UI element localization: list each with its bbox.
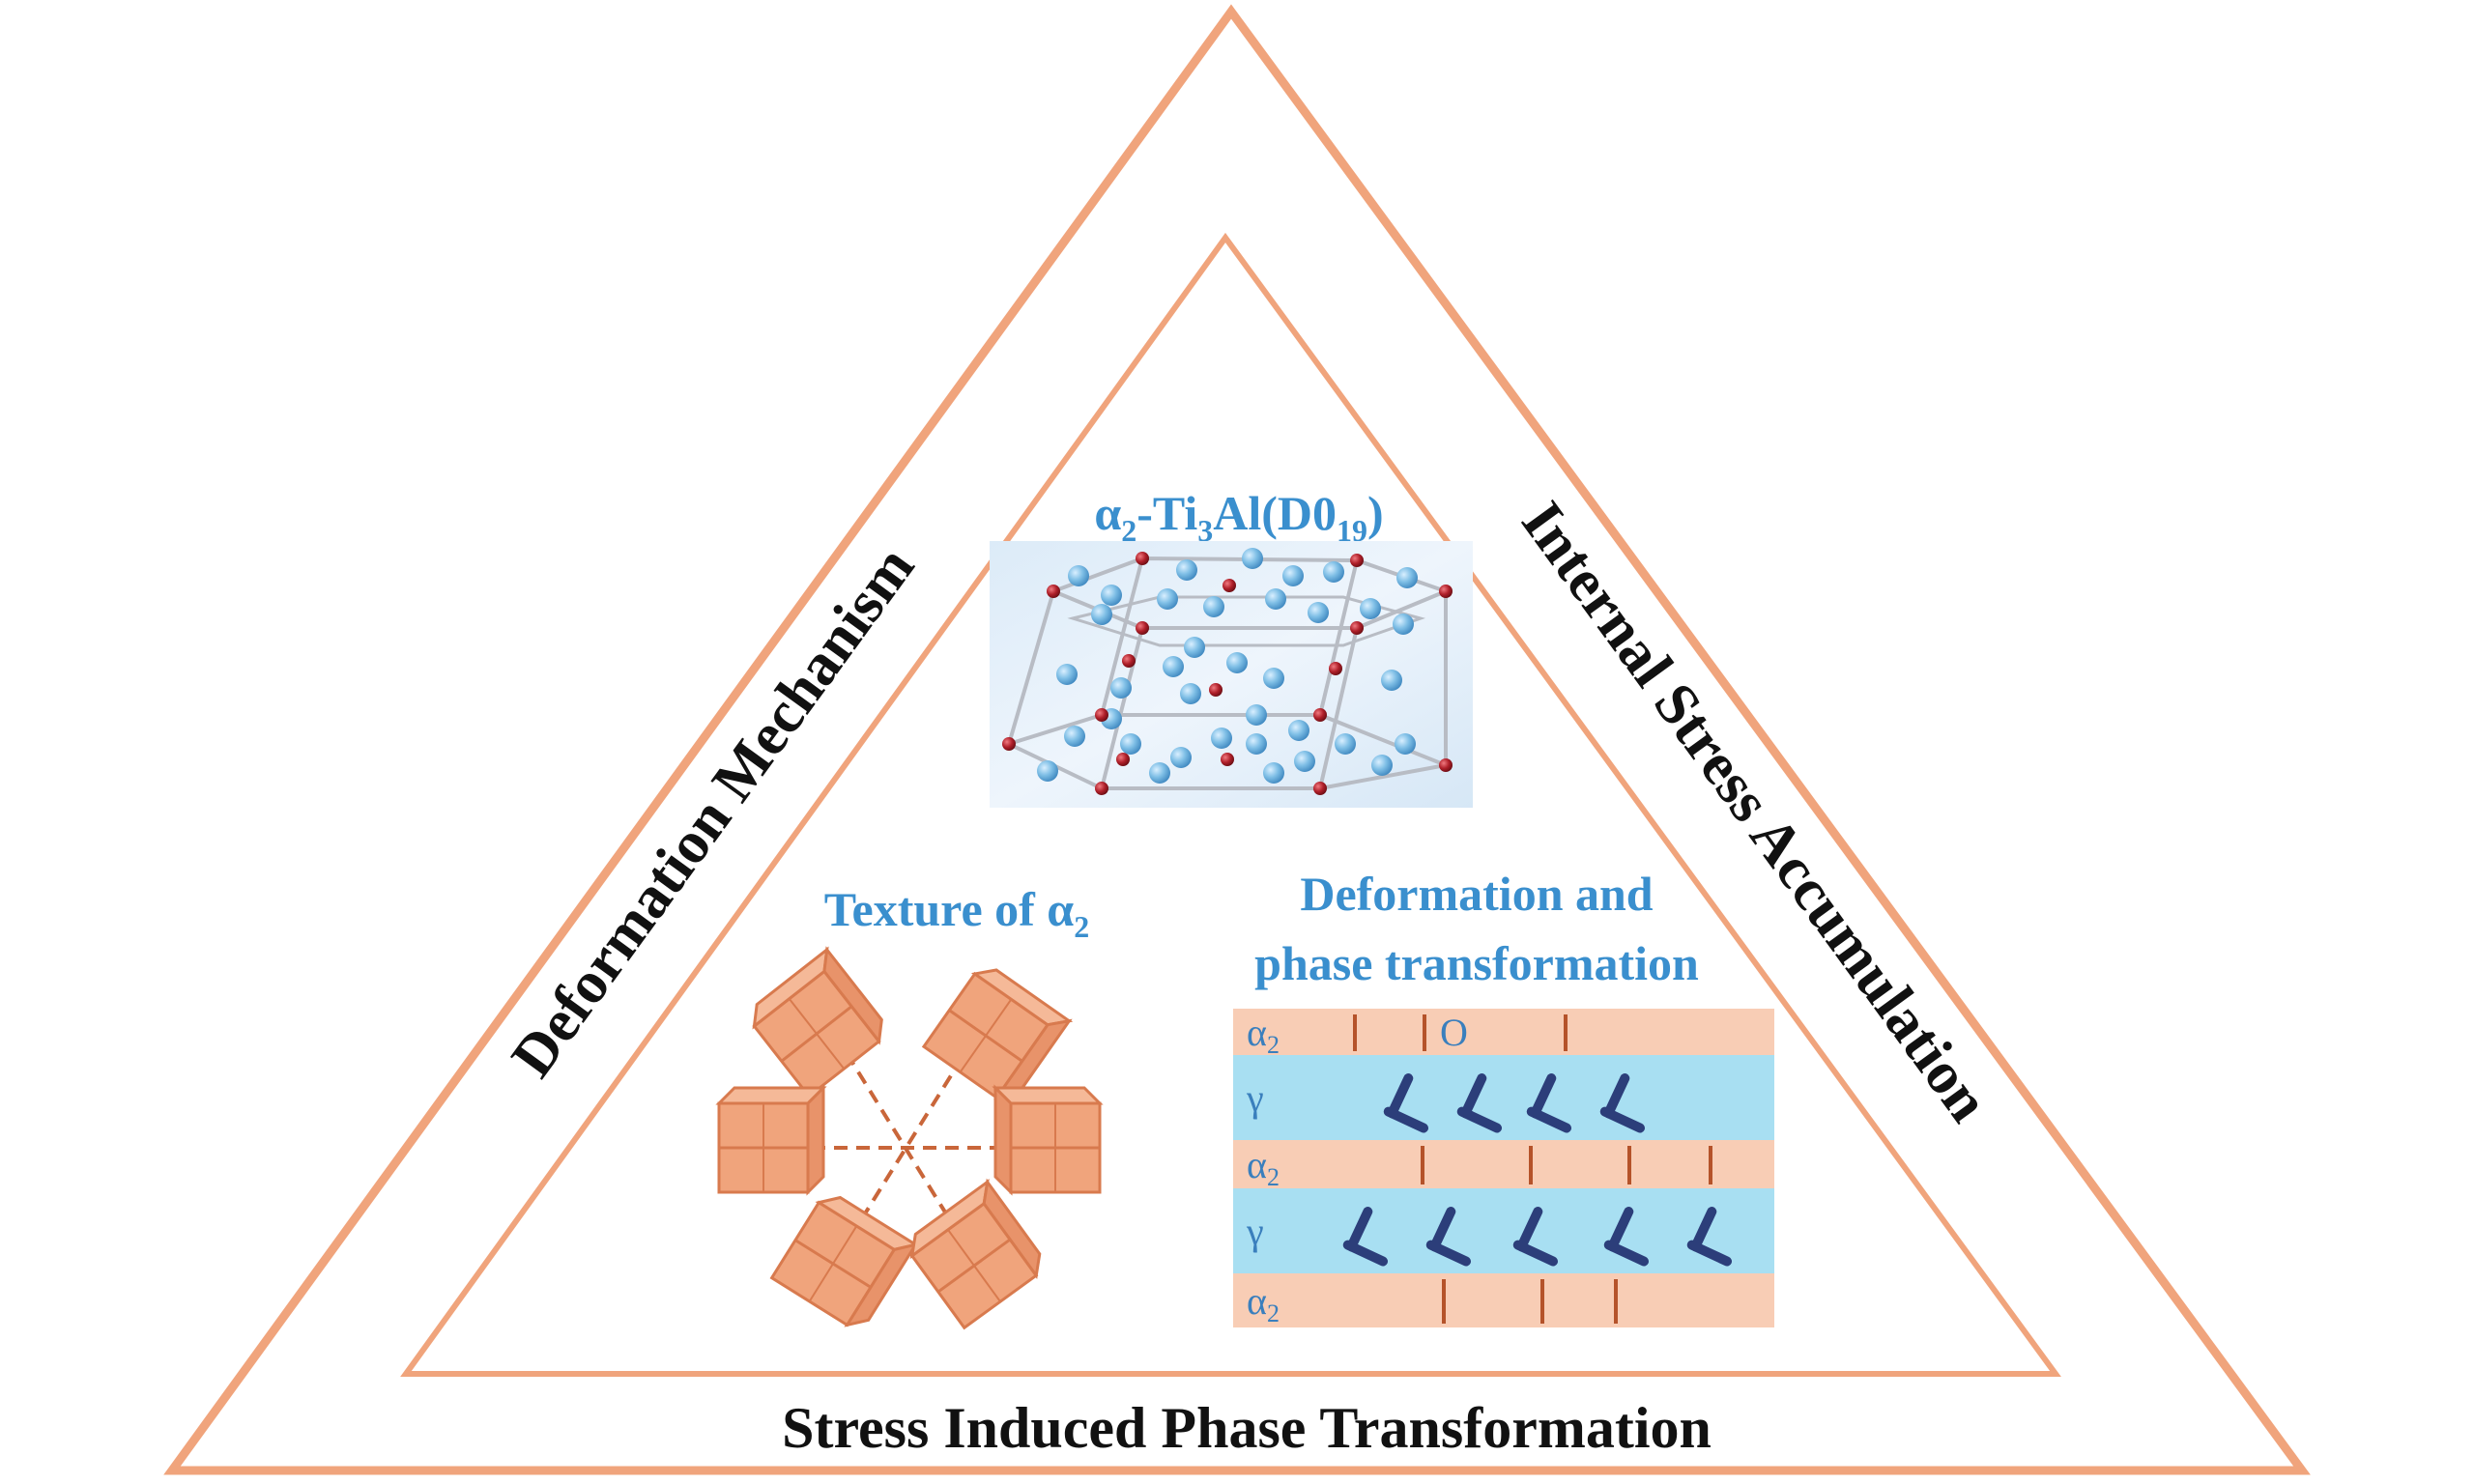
ti-atom-1 [1101,585,1122,606]
phase-label-1: γ [1246,1076,1264,1120]
ti-atom-31 [1149,762,1170,784]
ti-atom-35 [1246,704,1267,726]
al-atom-11 [1095,782,1108,795]
texture-cube-5 [909,1178,1042,1330]
al-atom-10 [1313,782,1327,795]
ti-atom-22 [1064,726,1085,747]
ti-atom-9 [1203,596,1224,617]
dislocation-icon-3-0 [1342,1207,1389,1267]
ti-atom-4 [1282,565,1304,586]
texture-cube-2 [715,1084,827,1196]
outer-triangle [163,4,2311,1475]
ti-atom-32 [1263,762,1284,784]
ti-atom-2 [1176,559,1197,581]
al-atom-4 [1350,621,1364,635]
deformation-title-line2: phase transformation [1254,936,1699,990]
dislocation-icon-3-3 [1603,1207,1650,1267]
ti-atom-8 [1157,588,1178,610]
ti-atom-12 [1360,598,1381,619]
dislocation-icon-1-2 [1526,1073,1572,1133]
ti-atom-5 [1323,561,1344,583]
al-atom-2 [1350,554,1364,567]
phase-label-0: α2 [1247,1011,1280,1059]
crystal-title: α2-Ti3Al(D019) [1094,486,1383,548]
texture-cube-4 [769,1195,920,1327]
deformation-title-line1: Deformation and [1300,867,1653,921]
ti-atom-33 [1371,755,1393,776]
al-atom-15 [1209,683,1223,697]
dislocation-icon-3-4 [1686,1207,1733,1267]
al-atom-1 [1136,552,1149,565]
texture-cube-0 [752,946,883,1099]
dislocation-icon-1-1 [1456,1073,1503,1133]
ti-atom-13 [1393,614,1414,635]
phase-layer-4: α2 [1233,1273,1774,1327]
texture-title: Texture of α2 [824,882,1089,944]
al-atom-9 [1439,758,1453,772]
dislocation-icon-1-3 [1599,1073,1646,1133]
ti-atom-18 [1226,652,1248,673]
ti-atom-25 [1211,728,1232,749]
ti-atom-27 [1294,751,1315,772]
phase-layer-3: γ [1233,1188,1774,1273]
al-atom-5 [1136,621,1149,635]
ti-atom-10 [1265,588,1286,610]
ti-atom-15 [1110,677,1132,699]
al-atom-16 [1116,753,1130,766]
phase-layer-1: γ [1233,1055,1774,1140]
al-atom-8 [1313,708,1327,722]
crystal-structure: α2-Ti3Al(D019) [990,486,1473,808]
ti-atom-29 [1395,733,1416,755]
phase-label-4: α2 [1247,1279,1280,1327]
ti-atom-3 [1242,548,1263,569]
inner-triangle [400,232,2061,1377]
al-atom-14 [1329,662,1342,675]
dislocation-icon-1-0 [1383,1073,1429,1133]
ti-atom-0 [1068,565,1089,586]
ti-atom-28 [1335,733,1356,755]
al-atom-17 [1221,753,1234,766]
ti-atom-6 [1396,567,1418,588]
al-atom-7 [1095,708,1108,722]
ti-atom-26 [1246,733,1267,755]
o-phase-marker: O [1440,1011,1468,1054]
bottom-side-label: Stress Induced Phase Transformation [782,1396,1712,1460]
al-atom-3 [1439,585,1453,598]
ti-atom-20 [1180,683,1201,704]
dislocation-icon-3-1 [1425,1207,1472,1267]
ti-atom-14 [1056,664,1078,685]
texture-cube-1 [921,968,1074,1100]
ti-atom-16 [1163,656,1184,677]
ti-atom-21 [1381,670,1402,691]
texture-links [812,1051,1015,1233]
al-atom-0 [1047,585,1060,598]
al-atom-6 [1002,737,1016,751]
phase-layer-2: α2 [1233,1140,1774,1191]
phase-label-2: α2 [1247,1143,1280,1191]
ti-atom-7 [1091,604,1112,625]
ti-atom-23 [1120,733,1141,755]
dislocation-icon-3-2 [1512,1207,1559,1267]
phase-label-3: γ [1246,1210,1264,1253]
al-atom-13 [1122,654,1136,668]
ti-atom-30 [1037,760,1058,782]
ti-atom-24 [1170,747,1192,768]
texture-cube-3 [992,1084,1104,1196]
ti-atom-11 [1308,602,1329,623]
crystal-atoms [1002,548,1453,795]
al-atom-12 [1223,579,1236,592]
ti-atom-17 [1184,637,1205,658]
texture-section: Texture of α2 [715,882,1104,1330]
phase-layer-0: α2 O [1233,1009,1774,1059]
texture-cubes [715,946,1104,1330]
deformation-section: Deformation and phase transformation α2 O… [1233,867,1774,1327]
ti-atom-36 [1288,720,1309,741]
phase-layers: α2 Oγ α2 γ α2 [1233,1009,1774,1327]
ti-atom-19 [1263,668,1284,689]
